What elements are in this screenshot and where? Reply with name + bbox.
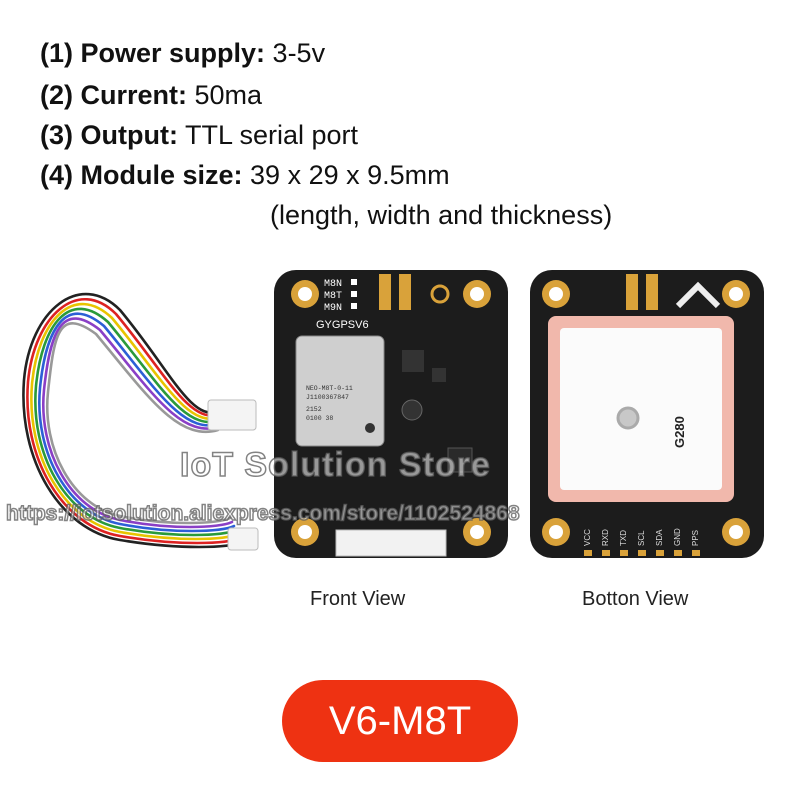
cable-connector-bottom bbox=[227, 527, 259, 551]
cable-connector-top bbox=[207, 399, 257, 431]
antenna-label: G280 bbox=[672, 416, 687, 448]
variant-m9n: M9N bbox=[324, 303, 342, 314]
cable-image bbox=[22, 292, 259, 551]
spec-module-size: (4) Module size: 39 x 29 x 9.5mm bbox=[40, 160, 450, 190]
ceramic-antenna bbox=[560, 328, 722, 490]
pin-label-sda: SDA bbox=[655, 529, 664, 546]
spec-power-supply: (1) Power supply: 3-5v bbox=[40, 38, 326, 68]
back-board-image: G280 VCC RXD TXD SCL SDA GND PPS bbox=[530, 270, 764, 558]
spec-output: (3) Output: TTL serial port bbox=[40, 120, 359, 150]
front-connector bbox=[335, 529, 447, 557]
variant-m8t: M8T bbox=[324, 291, 342, 302]
watermark-url: https://iotsolution.aliexpress.com/store… bbox=[5, 501, 520, 526]
model-badge: V6-M8T bbox=[282, 680, 518, 762]
brand-label: GYGPSV6 bbox=[316, 319, 369, 331]
spec-current: (2) Current: 50ma bbox=[40, 80, 263, 110]
svg-text:2152: 2152 bbox=[306, 406, 322, 413]
front-view-label: Front View bbox=[310, 588, 406, 610]
back-view-label: Botton View bbox=[582, 588, 689, 610]
pin-label-txd: TXD bbox=[619, 530, 628, 546]
svg-text:J1100367847: J1100367847 bbox=[306, 394, 349, 401]
svg-text:0100 38: 0100 38 bbox=[306, 415, 333, 422]
variant-m8n: M8N bbox=[324, 279, 342, 290]
spec-size-note: (length, width and thickness) bbox=[270, 200, 613, 230]
pin-label-pps: PPS bbox=[691, 530, 700, 546]
pin-label-scl: SCL bbox=[637, 530, 646, 546]
gps-module bbox=[295, 335, 385, 447]
front-board-image: M8N M8T M9N GYGPSV6 NEO-M8T-0-11 J110036… bbox=[274, 270, 508, 558]
watermark-store: IoT Solution Store bbox=[179, 445, 491, 485]
pin-label-vcc: VCC bbox=[583, 529, 592, 546]
logo-icon bbox=[430, 284, 450, 304]
arrow-icon bbox=[675, 281, 721, 309]
svg-text:NEO-M8T-0-11: NEO-M8T-0-11 bbox=[306, 385, 353, 392]
pin-label-rxd: RXD bbox=[601, 529, 610, 546]
pin-label-gnd: GND bbox=[673, 528, 682, 546]
